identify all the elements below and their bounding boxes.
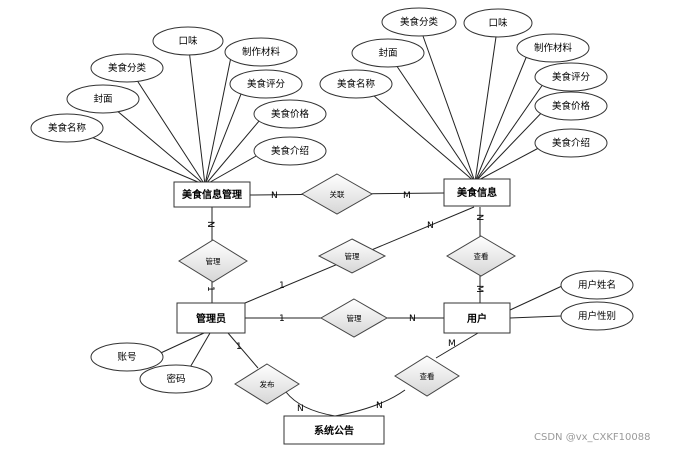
relationship-view-announcement: 查看 bbox=[394, 355, 460, 397]
attribute: 口味 bbox=[463, 8, 533, 38]
svg-text:美食名称: 美食名称 bbox=[48, 122, 87, 134]
cardinality: N bbox=[474, 214, 484, 221]
svg-text:美食评分: 美食评分 bbox=[552, 71, 591, 83]
entity-food-info: 美食信息 bbox=[443, 178, 511, 207]
relationship-manage-user: 管理 bbox=[319, 298, 389, 338]
svg-text:系统公告: 系统公告 bbox=[314, 424, 354, 437]
attribute: 账号 bbox=[90, 342, 164, 372]
relationship-manage-info: 管理 bbox=[317, 238, 387, 274]
attribute: 封面 bbox=[66, 84, 140, 114]
cardinality: M bbox=[403, 191, 411, 201]
svg-text:发布: 发布 bbox=[260, 379, 275, 389]
svg-text:封面: 封面 bbox=[93, 93, 112, 105]
entity-food-info-management: 美食信息管理 bbox=[173, 181, 251, 208]
cardinality: N bbox=[376, 401, 383, 411]
cardinality-labels: N M N 1 1 N N M 1 N M N 1 N bbox=[205, 191, 484, 414]
svg-text:管理员: 管理员 bbox=[196, 312, 226, 325]
cardinality: 1 bbox=[279, 281, 285, 291]
svg-text:口味: 口味 bbox=[178, 35, 198, 47]
svg-text:用户姓名: 用户姓名 bbox=[578, 279, 616, 291]
cardinality: 1 bbox=[236, 342, 242, 352]
attribute: 密码 bbox=[139, 364, 213, 394]
svg-text:美食评分: 美食评分 bbox=[247, 78, 286, 90]
attribute: 美食分类 bbox=[381, 7, 457, 37]
watermark: CSDN @vx_CXKF10088 bbox=[534, 432, 650, 443]
cardinality: N bbox=[271, 191, 278, 201]
svg-text:管理: 管理 bbox=[345, 251, 360, 261]
cardinality: 1 bbox=[205, 286, 215, 292]
relationship-view-info: 查看 bbox=[446, 235, 516, 277]
svg-text:美食介绍: 美食介绍 bbox=[552, 137, 590, 149]
svg-text:管理: 管理 bbox=[347, 313, 362, 323]
attribute: 口味 bbox=[152, 26, 224, 56]
attribute: 用户性别 bbox=[560, 301, 634, 331]
attribute: 美食价格 bbox=[534, 91, 608, 121]
cardinality: N bbox=[409, 314, 416, 324]
svg-text:美食价格: 美食价格 bbox=[552, 100, 591, 112]
svg-text:封面: 封面 bbox=[378, 47, 397, 59]
entity-user: 用户 bbox=[443, 302, 511, 334]
svg-text:制作材料: 制作材料 bbox=[534, 42, 573, 54]
svg-text:美食价格: 美食价格 bbox=[271, 108, 310, 120]
svg-text:查看: 查看 bbox=[474, 251, 489, 261]
attribute: 美食名称 bbox=[319, 69, 393, 99]
svg-text:用户性别: 用户性别 bbox=[578, 310, 616, 322]
relationship-associate: 关联 bbox=[300, 173, 374, 215]
svg-text:美食名称: 美食名称 bbox=[337, 78, 376, 90]
svg-text:管理: 管理 bbox=[206, 256, 221, 266]
attribute: 美食名称 bbox=[30, 113, 104, 143]
svg-text:关联: 关联 bbox=[330, 189, 345, 199]
entity-announcement: 系统公告 bbox=[283, 415, 385, 445]
attribute: 美食介绍 bbox=[534, 128, 608, 158]
svg-text:密码: 密码 bbox=[166, 373, 185, 385]
attribute: 封面 bbox=[351, 38, 425, 68]
svg-text:美食信息: 美食信息 bbox=[457, 186, 497, 199]
attribute: 美食评分 bbox=[229, 69, 303, 99]
entity-admin: 管理员 bbox=[176, 302, 246, 334]
cardinality: 1 bbox=[279, 314, 285, 324]
attribute: 美食分类 bbox=[90, 53, 164, 83]
svg-text:美食分类: 美食分类 bbox=[400, 16, 439, 28]
svg-text:美食介绍: 美食介绍 bbox=[271, 145, 309, 157]
relationship-manage-food: 管理 bbox=[178, 239, 248, 283]
cardinality: N bbox=[427, 221, 434, 231]
svg-text:账号: 账号 bbox=[117, 352, 136, 363]
attribute: 美食价格 bbox=[253, 99, 327, 129]
attribute: 用户姓名 bbox=[560, 270, 634, 300]
svg-text:制作材料: 制作材料 bbox=[242, 46, 281, 58]
attribute: 美食评分 bbox=[534, 62, 608, 92]
relationship-publish: 发布 bbox=[234, 363, 300, 405]
svg-text:美食分类: 美食分类 bbox=[108, 62, 147, 74]
cardinality: N bbox=[205, 221, 215, 228]
svg-text:查看: 查看 bbox=[420, 371, 435, 381]
attribute: 制作材料 bbox=[224, 37, 298, 67]
cardinality: M bbox=[448, 339, 456, 349]
attribute: 美食介绍 bbox=[253, 136, 327, 166]
svg-text:用户: 用户 bbox=[466, 312, 487, 325]
attribute: 制作材料 bbox=[516, 33, 590, 63]
cardinality: M bbox=[474, 285, 484, 293]
svg-text:口味: 口味 bbox=[488, 17, 508, 29]
svg-text:美食信息管理: 美食信息管理 bbox=[182, 188, 242, 201]
cardinality: N bbox=[297, 404, 304, 414]
